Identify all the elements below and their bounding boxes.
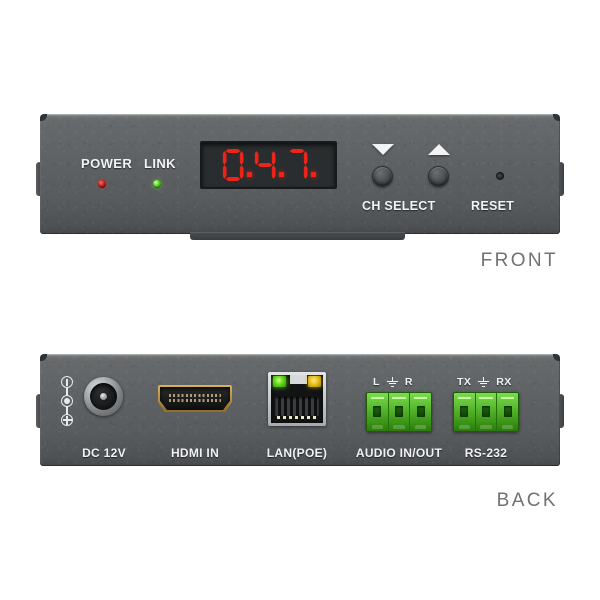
power-led [98, 180, 106, 188]
mounting-ear-right-back [557, 394, 564, 428]
audio-pin-labels: L R [373, 376, 413, 388]
audio-pole-gnd[interactable] [388, 393, 411, 431]
dc-polarity-icon [59, 376, 75, 428]
link-led [153, 180, 161, 188]
dc-jack-cavity [90, 383, 117, 410]
display-digit-3 [286, 149, 309, 181]
reset-caption: RESET [471, 199, 515, 213]
mounting-ear-left [36, 162, 43, 196]
display-digit-1 [222, 149, 245, 181]
ground-icon [386, 376, 399, 388]
rj45-shell [271, 375, 323, 423]
mounting-ear-right [557, 162, 564, 196]
audio-terminal-caption: AUDIO IN/OUT [355, 446, 443, 460]
back-chassis: DC 12V HDMI IN LAN(POE) L [40, 354, 560, 466]
rs232-pin-rx-label: RX [496, 376, 512, 388]
display-decimal-3 [310, 172, 316, 177]
rj45-link-led [273, 376, 286, 387]
front-bottom-ledge [190, 232, 405, 240]
display-digit-2 [254, 149, 277, 181]
audio-pole-r[interactable] [410, 393, 431, 431]
chassis-corner-right [553, 114, 560, 121]
channel-down-button[interactable] [372, 166, 393, 187]
power-indicator-label: POWER [81, 156, 133, 171]
hdmi-cavity [160, 387, 230, 410]
rj45-gold-contacts [277, 416, 317, 419]
rj45-activity-led [308, 376, 321, 387]
rj45-latch-notch [290, 375, 307, 384]
audio-pin-left-label: L [373, 376, 380, 388]
link-indicator-label: LINK [144, 156, 176, 171]
hdmi-input-port[interactable] [158, 385, 232, 412]
channel-up-button[interactable] [428, 166, 449, 187]
front-view-caption: FRONT [480, 250, 558, 271]
rs232-terminal-block[interactable] [453, 392, 519, 432]
display-readout [222, 149, 316, 181]
ch-select-caption: CH SELECT [362, 199, 436, 213]
audio-terminal-block[interactable] [366, 392, 432, 432]
chevron-down-icon [372, 144, 394, 155]
back-panel-view: DC 12V HDMI IN LAN(POE) L [36, 354, 564, 466]
rs232-pole-tx[interactable] [454, 393, 476, 431]
display-decimal-1 [246, 172, 252, 177]
hdmi-input-caption: HDMI IN [170, 446, 220, 460]
chassis-corner-left [40, 114, 47, 121]
seven-segment-display [200, 141, 337, 189]
display-decimal-2 [278, 172, 284, 177]
front-chassis: POWER LINK [40, 114, 560, 234]
reset-pinhole-button[interactable] [496, 172, 504, 180]
dc-jack-pin [100, 393, 107, 400]
front-panel-view: POWER LINK [36, 114, 564, 240]
back-view-caption: BACK [496, 490, 558, 511]
dc-power-caption: DC 12V [82, 446, 126, 460]
chassis-corner-left-back [40, 354, 47, 361]
ground-icon [477, 376, 490, 388]
chevron-up-icon [428, 144, 450, 155]
rs232-pole-gnd[interactable] [475, 393, 498, 431]
audio-pole-l[interactable] [367, 393, 389, 431]
rs232-pin-labels: TX RX [457, 376, 512, 388]
rs232-caption: RS-232 [464, 446, 508, 460]
lan-poe-caption: LAN(POE) [266, 446, 328, 460]
chassis-corner-right-back [553, 354, 560, 361]
rj45-contact-bay [275, 397, 319, 416]
mounting-ear-left-back [36, 394, 43, 428]
lan-poe-port[interactable] [268, 372, 326, 426]
rs232-pin-tx-label: TX [457, 376, 472, 388]
audio-pin-right-label: R [404, 376, 413, 388]
dc-power-jack[interactable] [84, 377, 123, 416]
rs232-pole-rx[interactable] [497, 393, 518, 431]
chassis-top-bevel-back [43, 354, 557, 357]
chassis-top-bevel [43, 114, 557, 117]
